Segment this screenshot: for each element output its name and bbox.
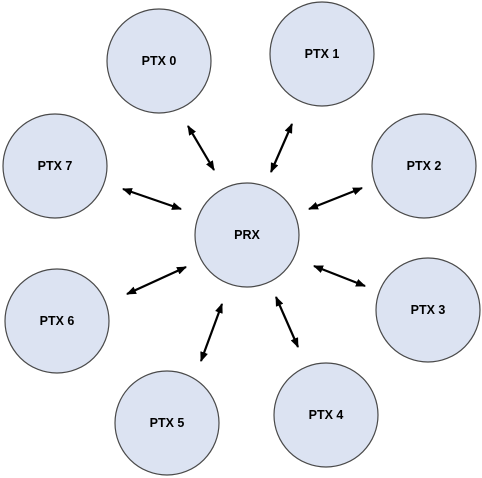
- node-circle: [114, 370, 220, 476]
- hub-label: PRX: [234, 228, 260, 242]
- node-ptx2: PTX 2: [371, 113, 477, 219]
- node-label: PTX 0: [142, 54, 177, 68]
- node-circle: [371, 113, 477, 219]
- link-ptx2-prx: [308, 186, 363, 211]
- node-ptx1: PTX 1: [269, 1, 375, 107]
- link-ptx5-prx: [199, 303, 224, 362]
- node-circle: [106, 8, 212, 114]
- node-label: PTX 1: [305, 47, 340, 61]
- link-ptx0-prx: [187, 125, 215, 171]
- node-label: PTX 2: [407, 159, 442, 173]
- node-circle: [273, 362, 379, 468]
- node-circle: [375, 257, 481, 363]
- node-ptx0: PTX 0: [106, 8, 212, 114]
- node-ptx6: PTX 6: [4, 268, 110, 374]
- node-ptx7: PTX 7: [2, 113, 108, 219]
- hub-node-prx: PRX: [194, 182, 300, 288]
- links: [122, 123, 366, 362]
- node-ptx5: PTX 5: [114, 370, 220, 476]
- link-ptx4-prx: [274, 296, 300, 348]
- link-ptx6-prx: [126, 265, 187, 296]
- node-circle: [4, 268, 110, 374]
- link-ptx3-prx: [313, 264, 366, 288]
- node-circle: [269, 1, 375, 107]
- node-label: PTX 4: [309, 408, 344, 422]
- node-ptx4: PTX 4: [273, 362, 379, 468]
- node-circle: [2, 113, 108, 219]
- node-ptx3: PTX 3: [375, 257, 481, 363]
- hub-circle: [194, 182, 300, 288]
- node-label: PTX 7: [38, 159, 73, 173]
- node-label: PTX 5: [150, 416, 185, 430]
- link-ptx7-prx: [122, 187, 182, 211]
- node-label: PTX 3: [411, 303, 446, 317]
- link-ptx1-prx: [269, 123, 294, 173]
- node-label: PTX 6: [40, 314, 75, 328]
